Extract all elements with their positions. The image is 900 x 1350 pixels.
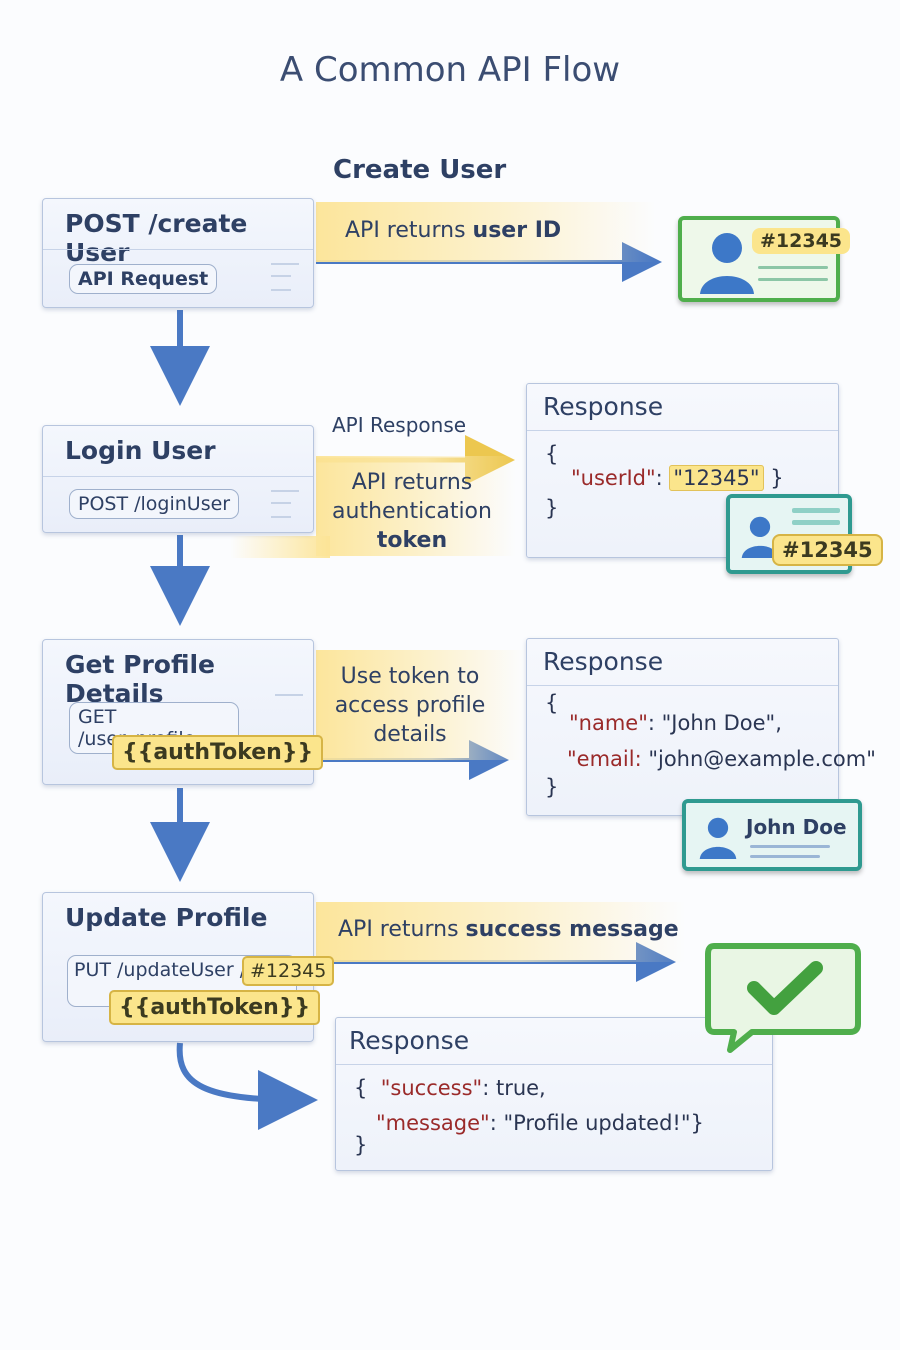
json-line: "name": "John Doe", bbox=[569, 711, 782, 735]
card-line bbox=[792, 520, 840, 525]
step-title: Login User bbox=[65, 436, 216, 465]
card-line bbox=[750, 845, 830, 848]
step-login-user[interactable]: Login User POST /loginUser bbox=[42, 425, 314, 533]
card-line bbox=[750, 855, 820, 858]
auth-token-badge: {{authToken}} bbox=[109, 990, 321, 1025]
json-open-brace: { bbox=[545, 691, 559, 715]
divider bbox=[336, 1064, 772, 1065]
arrow-label: API returns authentication token bbox=[332, 470, 492, 553]
json-line: "userId": "12345" } bbox=[571, 465, 784, 491]
arrow-band bbox=[316, 902, 686, 962]
auth-token-badge: {{authToken}} bbox=[112, 735, 324, 770]
card-line bbox=[758, 266, 828, 269]
step-title: Update Profile bbox=[65, 903, 268, 932]
decoration-line bbox=[271, 263, 299, 265]
profile-name: John Doe bbox=[746, 815, 847, 839]
decoration-line bbox=[271, 289, 291, 291]
json-line: "message": "Profile updated!"} bbox=[376, 1111, 704, 1135]
divider bbox=[527, 430, 838, 431]
page-title: A Common API Flow bbox=[279, 50, 621, 90]
arrow-label: API returns user ID bbox=[345, 218, 562, 243]
step-create-user[interactable]: POST /create User API Request bbox=[42, 198, 314, 308]
response-title: Response bbox=[349, 1026, 470, 1055]
arrow-label: API returns success message bbox=[338, 917, 679, 942]
step-title: POST /create User bbox=[65, 209, 248, 267]
json-line: "email: "john@example.com" bbox=[567, 747, 876, 771]
arrow-label: Use token to access profile details bbox=[334, 664, 486, 747]
response-panel-update: Response { "success": true, "message": "… bbox=[335, 1017, 773, 1171]
divider bbox=[43, 476, 313, 477]
decoration-line bbox=[271, 516, 291, 518]
arrow-band bbox=[316, 202, 656, 262]
step-title: Get Profile Details bbox=[65, 650, 216, 708]
user-avatar-icon bbox=[699, 817, 737, 859]
token-badge: #12345 bbox=[772, 534, 883, 566]
card-line bbox=[792, 508, 840, 513]
decoration-line bbox=[275, 694, 303, 696]
response-title: Response bbox=[543, 647, 664, 676]
user-id-tag: #12345 bbox=[242, 956, 335, 986]
response-title: Response bbox=[543, 392, 664, 421]
user-avatar-icon bbox=[700, 233, 754, 294]
section-subtitle: Create User bbox=[333, 155, 507, 185]
decoration-line bbox=[271, 275, 291, 277]
curved-arrow-icon bbox=[176, 1042, 318, 1130]
divider bbox=[527, 685, 838, 686]
request-badge[interactable]: POST /loginUser bbox=[69, 489, 240, 519]
arrow-top-label: API Response bbox=[332, 413, 467, 437]
request-badge[interactable]: API Request bbox=[69, 264, 218, 294]
user-id-badge: #12345 bbox=[752, 228, 851, 254]
chat-bubble-icon bbox=[705, 943, 861, 1053]
decoration-line bbox=[271, 502, 291, 504]
json-open-brace: { bbox=[545, 442, 559, 466]
decoration-line bbox=[271, 490, 299, 492]
request-path: PUT /updateUser / bbox=[74, 959, 247, 981]
profile-card: John Doe bbox=[682, 799, 862, 871]
json-close-brace: } bbox=[545, 775, 559, 799]
json-line: { "success": true, bbox=[354, 1076, 546, 1100]
json-close-brace: } bbox=[545, 496, 559, 520]
arrow-band bbox=[230, 536, 330, 558]
card-line bbox=[758, 278, 828, 281]
checkmark-icon bbox=[747, 961, 823, 1015]
divider bbox=[43, 249, 313, 250]
json-close-brace: } bbox=[354, 1133, 368, 1157]
user-avatar-icon bbox=[741, 516, 779, 558]
response-panel-profile: Response { "name": "John Doe", "email: "… bbox=[526, 638, 876, 816]
